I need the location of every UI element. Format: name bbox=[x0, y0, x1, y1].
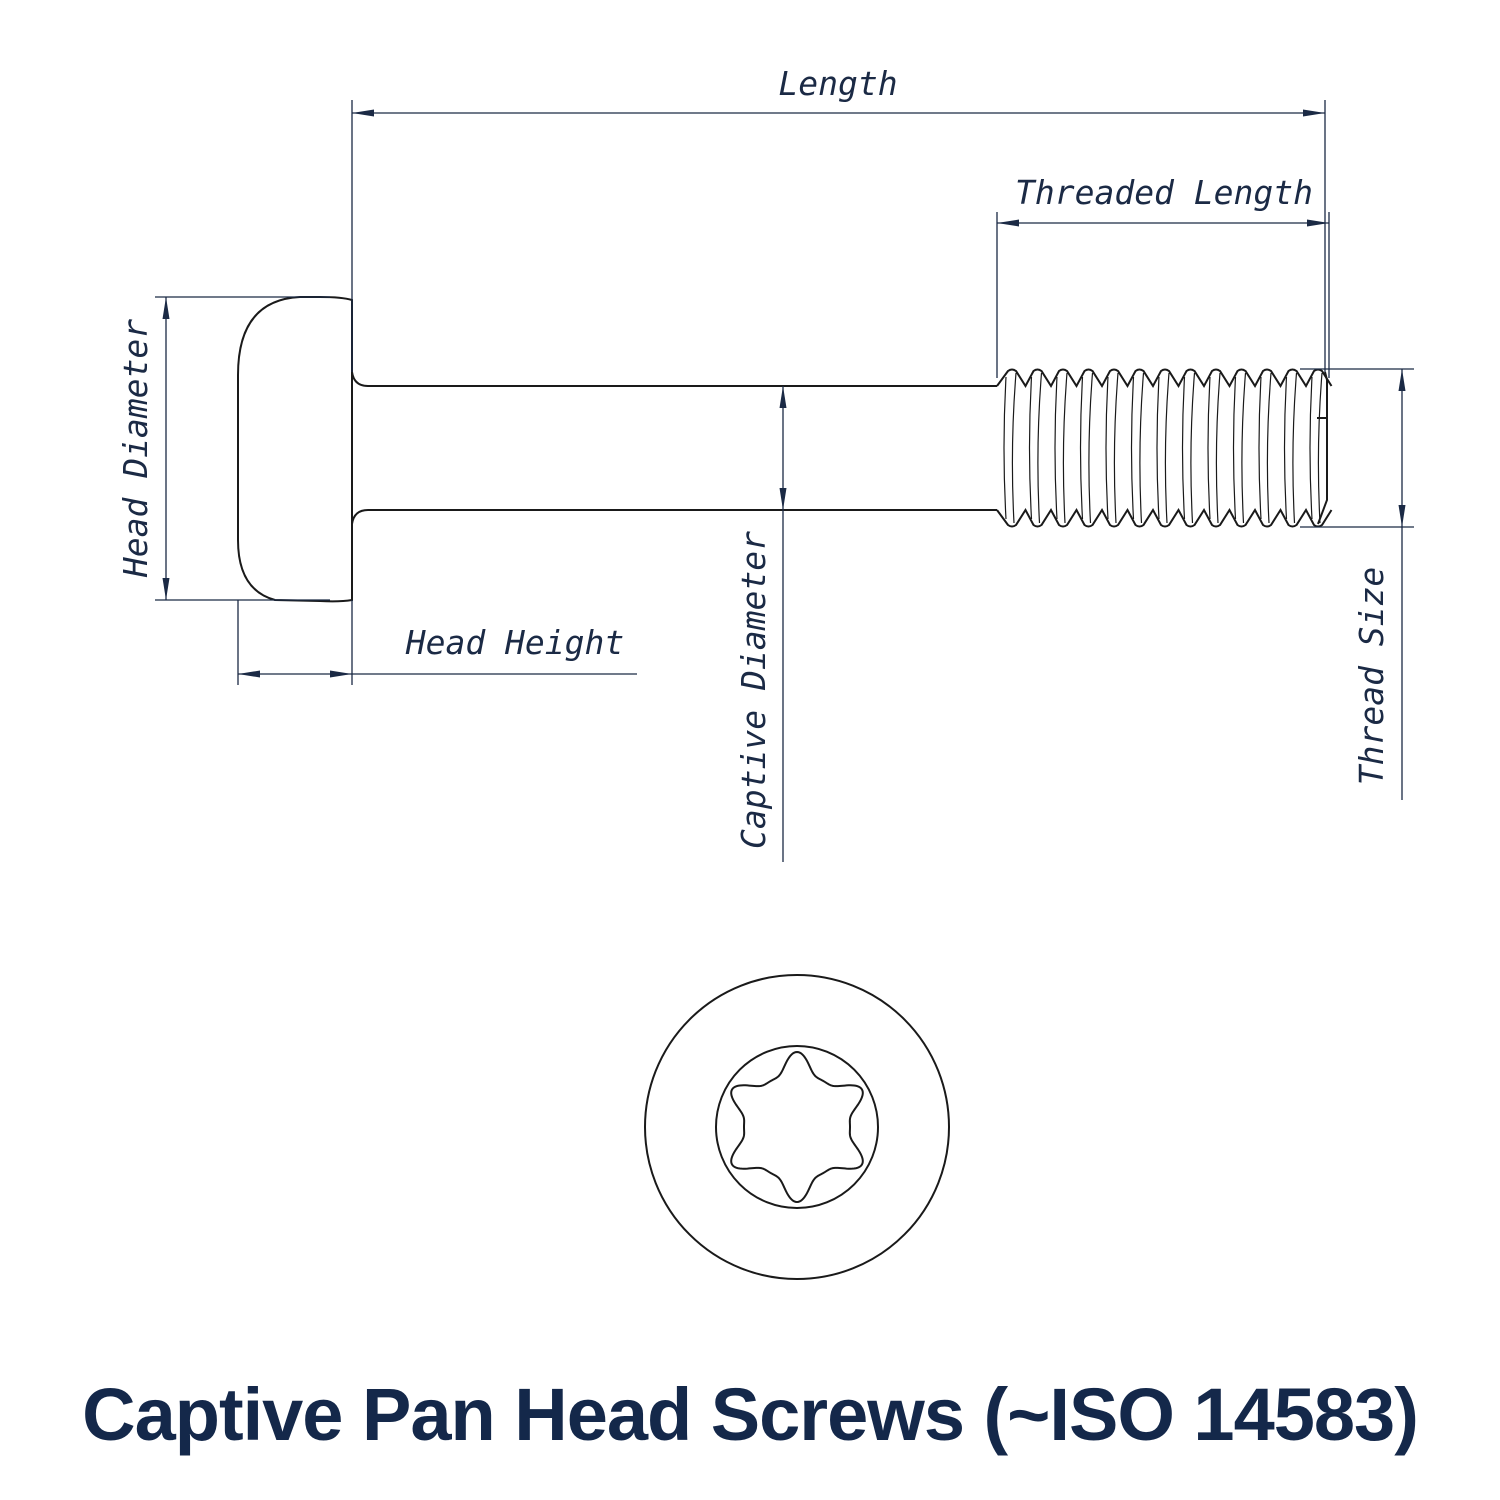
screw-head-outline bbox=[237, 296, 353, 603]
length-label: Length bbox=[778, 64, 897, 103]
captive-diameter-dimension: Captive Diameter bbox=[734, 386, 787, 862]
head-height-label: Head Height bbox=[405, 623, 625, 662]
screw-shank bbox=[351, 371, 997, 525]
head-diameter-label: Head Diameter bbox=[116, 319, 155, 578]
screw-top-view bbox=[644, 974, 950, 1280]
torx-drive-icon bbox=[730, 1050, 864, 1204]
screw-thread-section bbox=[996, 368, 1333, 528]
page-title: Captive Pan Head Screws (~ISO 14583) bbox=[82, 1373, 1419, 1456]
length-dimension: Length bbox=[351, 64, 1326, 372]
captive-diameter-label: Captive Diameter bbox=[734, 531, 773, 849]
threaded-length-label: Threaded Length bbox=[1015, 173, 1313, 212]
threaded-length-dimension: Threaded Length bbox=[996, 173, 1330, 378]
head-outer-circle bbox=[644, 974, 950, 1280]
thread-size-label: Thread Size bbox=[1352, 567, 1391, 786]
screw-side-view bbox=[237, 296, 1333, 603]
socket-recess-circle bbox=[715, 1045, 879, 1209]
head-diameter-dimension: Head Diameter bbox=[116, 296, 330, 601]
thread-size-dimension: Thread Size bbox=[1300, 368, 1414, 800]
head-height-dimension: Head Height bbox=[237, 600, 637, 685]
